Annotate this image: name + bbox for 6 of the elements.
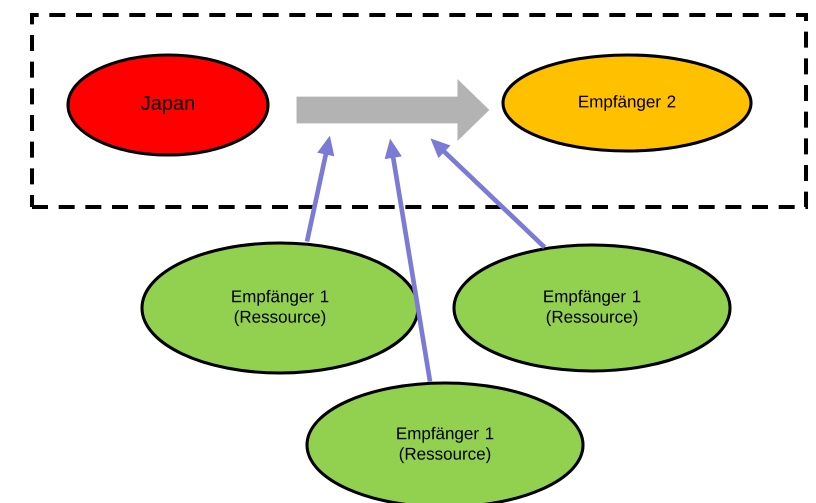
- dashed-frame: [30, 13, 808, 209]
- ellipse-node: Empfänger 1 (Ressource): [305, 381, 585, 503]
- ellipse-node: Empfänger 1 (Ressource): [452, 243, 732, 373]
- ellipse-node: Empfänger 2: [501, 53, 753, 153]
- ellipse-node: Empfänger 1 (Ressource): [140, 241, 420, 375]
- ellipse-node: Japan: [66, 53, 270, 157]
